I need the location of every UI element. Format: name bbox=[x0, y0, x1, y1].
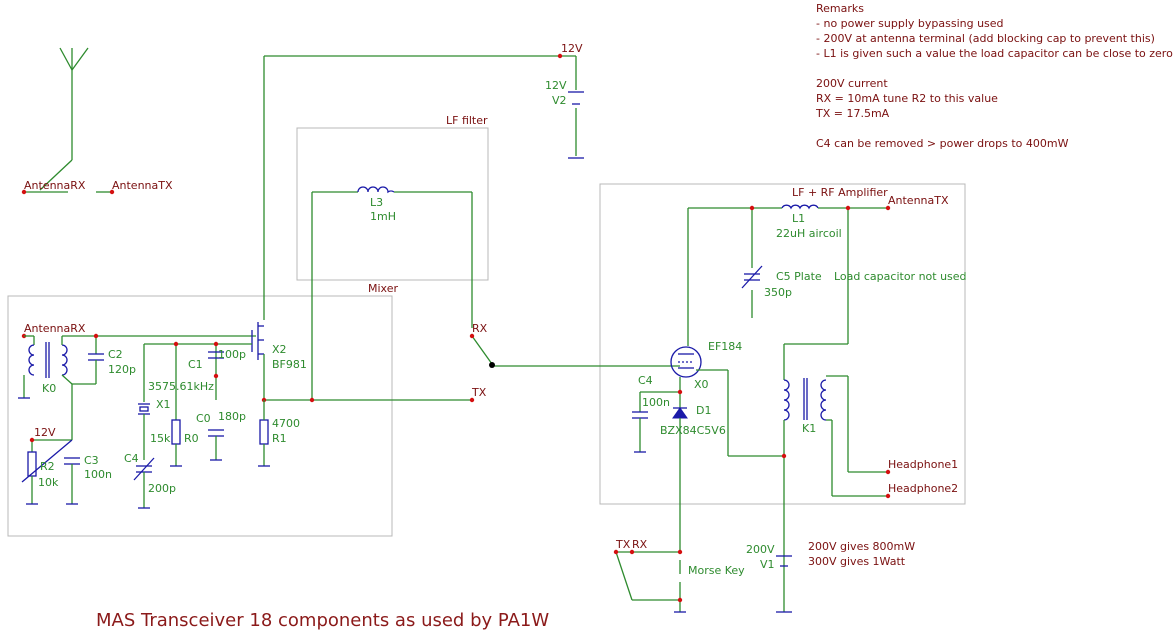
c1-ref: C1 bbox=[188, 358, 203, 371]
net-antenna-rx: AntennaRX bbox=[24, 179, 86, 192]
c2-value: 120p bbox=[108, 363, 136, 376]
remarks-line: - 200V at antenna terminal (add blocking… bbox=[816, 32, 1155, 45]
r2-ref: R2 bbox=[40, 460, 55, 473]
gate-network bbox=[143, 343, 217, 420]
c5-value: 350p bbox=[764, 286, 792, 299]
remarks-line: C4 can be removed > power drops to 400mW bbox=[816, 137, 1069, 150]
net-key-rx: RX bbox=[632, 538, 648, 551]
resistor-r0 bbox=[170, 419, 182, 467]
r2-value: 10k bbox=[38, 476, 59, 489]
net-antenna-tx: AntennaTX bbox=[112, 179, 173, 192]
c2-ref: C2 bbox=[108, 348, 123, 361]
capacitor-c2 bbox=[88, 336, 104, 384]
c5-ref: C5 Plate bbox=[776, 270, 822, 283]
k0-ref: K0 bbox=[42, 382, 56, 395]
remarks-line: 200V current bbox=[816, 77, 888, 90]
transformer-k1 bbox=[783, 375, 888, 612]
capacitor-c0 bbox=[208, 429, 224, 461]
lf-filter-box bbox=[296, 127, 489, 281]
v2-ref: V2 bbox=[552, 94, 567, 107]
resistor-r1 bbox=[258, 400, 270, 467]
c3-ref: C3 bbox=[84, 454, 99, 467]
capacitor-c1 bbox=[208, 351, 224, 359]
v1-note-2: 300V gives 1Watt bbox=[808, 555, 906, 568]
trimmer-c4 bbox=[133, 457, 155, 509]
v1-note-1: 200V gives 800mW bbox=[808, 540, 915, 553]
tube-x0 bbox=[670, 346, 784, 457]
r1-value: 4700 bbox=[272, 417, 300, 430]
d1-value: BZX84C5V6 bbox=[660, 424, 726, 437]
net-tx: TX bbox=[471, 386, 487, 399]
c4a-value: 200p bbox=[148, 482, 176, 495]
x1-value: 3575.61kHz bbox=[148, 380, 214, 393]
inductor-l3 bbox=[311, 186, 473, 400]
c3-value: 100n bbox=[84, 468, 112, 481]
remarks-line: Remarks bbox=[816, 2, 864, 15]
net-12v-top: 12V bbox=[561, 42, 583, 55]
plate-wiring bbox=[687, 207, 888, 380]
inductor-l1 bbox=[781, 204, 819, 210]
r1-ref: R1 bbox=[272, 432, 287, 445]
v1-value: 200V bbox=[746, 543, 775, 556]
c1-value: 100p bbox=[218, 348, 246, 361]
remarks-line: RX = 10mA tune R2 to this value bbox=[816, 92, 998, 105]
battery-v2 bbox=[568, 91, 584, 159]
capacitor-c3 bbox=[64, 457, 80, 505]
amplifier-box bbox=[599, 183, 966, 505]
x2-ref: X2 bbox=[272, 343, 287, 356]
morse-key bbox=[615, 551, 686, 613]
diagram-title: MAS Transceiver 18 components as used by… bbox=[96, 610, 549, 631]
x0-value: EF184 bbox=[708, 340, 742, 353]
c0-ref: C0 bbox=[196, 412, 211, 425]
net-rx: RX bbox=[472, 322, 488, 335]
x2-value: BF981 bbox=[272, 358, 307, 371]
load-capacitor-note: Load capacitor not used bbox=[834, 270, 967, 283]
remarks-line: - no power supply bypassing used bbox=[816, 17, 1004, 30]
c4b-ref: C4 bbox=[638, 374, 653, 387]
c0-value: 180p bbox=[218, 410, 246, 423]
amplifier-label: LF + RF Amplifier bbox=[792, 186, 888, 199]
l1-value: 22uH aircoil bbox=[776, 227, 842, 240]
mixer-label: Mixer bbox=[368, 282, 398, 295]
net-headphone2: Headphone2 bbox=[888, 482, 958, 495]
d1-ref: D1 bbox=[696, 404, 711, 417]
lf-filter-label: LF filter bbox=[446, 114, 488, 127]
remarks-line: - L1 is given such a value the load capa… bbox=[816, 47, 1173, 60]
l3-ref: L3 bbox=[370, 196, 383, 209]
potentiometer-r2 bbox=[21, 439, 73, 505]
crystal-x1 bbox=[138, 403, 150, 460]
v2-value: 12V bbox=[545, 79, 567, 92]
morse-key-label: Morse Key bbox=[688, 564, 745, 577]
battery-v1 bbox=[776, 555, 792, 613]
rx-tx-switch bbox=[264, 335, 680, 401]
net-key-tx: TX bbox=[615, 538, 631, 551]
net-headphone1: Headphone1 bbox=[888, 458, 958, 471]
c4a-ref: C4 bbox=[124, 452, 139, 465]
l1-ref: L1 bbox=[792, 212, 805, 225]
net-12v-r2: 12V bbox=[34, 426, 56, 439]
mosfet-x2 bbox=[216, 322, 265, 400]
l3-value: 1mH bbox=[370, 210, 396, 223]
remarks-block: Remarks - no power supply bypassing used… bbox=[815, 2, 1173, 150]
variable-capacitor-c5 bbox=[741, 265, 763, 289]
cathode-network bbox=[632, 391, 688, 552]
supply-12v-wiring bbox=[263, 55, 577, 320]
mixer-box bbox=[7, 295, 393, 537]
r0-value: 15k bbox=[150, 432, 171, 445]
antenna-symbol bbox=[24, 47, 112, 193]
c4b-value: 100n bbox=[642, 396, 670, 409]
v1-ref: V1 bbox=[760, 558, 775, 571]
r0-ref: R0 bbox=[184, 432, 199, 445]
x1-ref: X1 bbox=[156, 398, 171, 411]
net-antenna-tx-amp: AntennaTX bbox=[888, 194, 949, 207]
remarks-line: TX = 17.5mA bbox=[815, 107, 890, 120]
k1-ref: K1 bbox=[802, 422, 816, 435]
x0-ref: X0 bbox=[694, 378, 709, 391]
net-antenna-rx-mixer: AntennaRX bbox=[24, 322, 86, 335]
